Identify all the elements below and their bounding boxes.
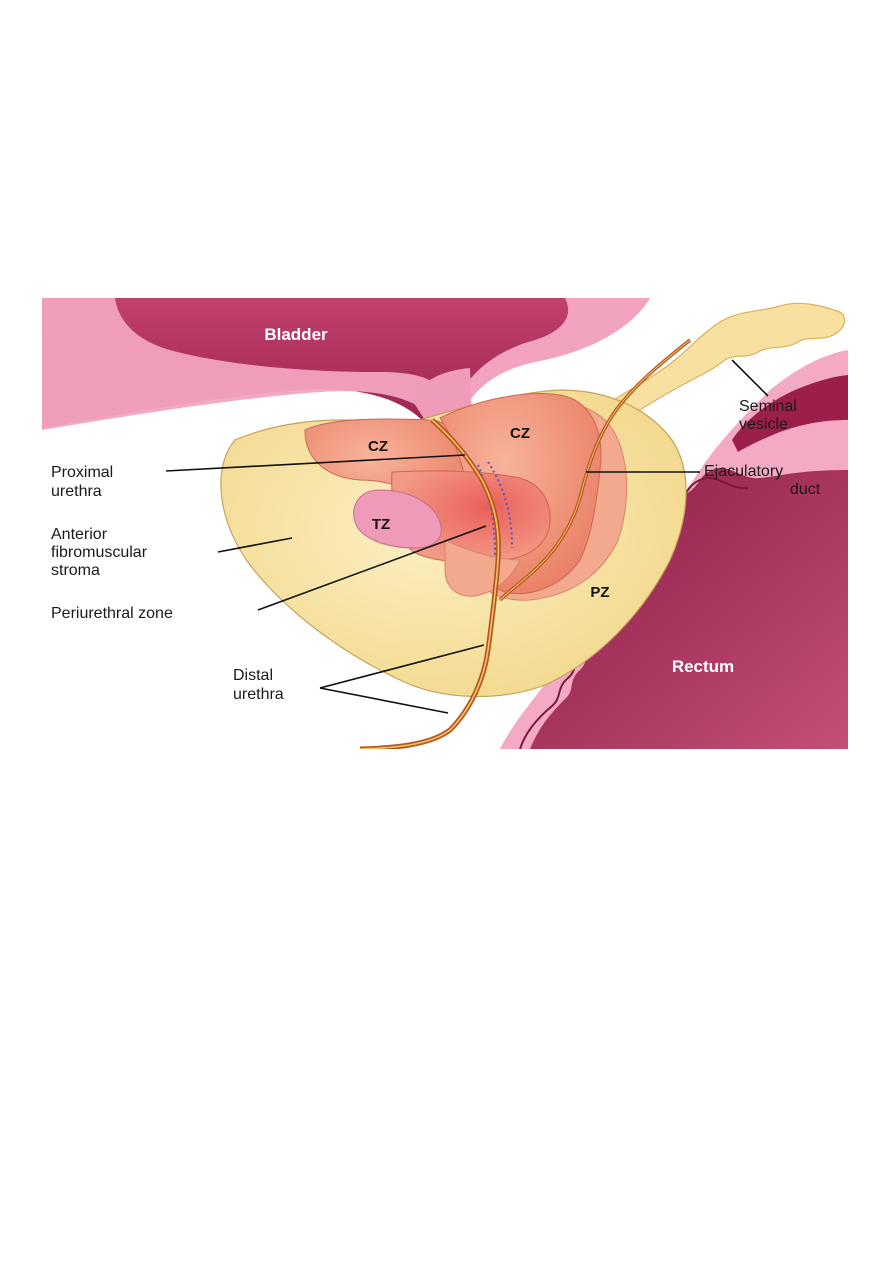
peripheral-zone-label: PZ bbox=[590, 584, 609, 601]
rectum-wall bbox=[530, 467, 848, 749]
anterior-stroma-line2: fibromuscular bbox=[51, 544, 148, 561]
proximal-urethra-line2: urethra bbox=[51, 483, 102, 500]
anterior-stroma-line1: Anterior bbox=[51, 526, 108, 543]
periurethral-zone-leader bbox=[257, 525, 487, 611]
proximal-urethra-label: Proximal urethra bbox=[51, 464, 118, 500]
ejaculatory-duct-highlight bbox=[499, 339, 691, 601]
distal-urethra-leader-lower bbox=[319, 687, 449, 714]
seminal-vesicle bbox=[597, 302, 846, 433]
bladder-label: Bladder bbox=[264, 325, 328, 344]
distal-urethra-line1: Distal bbox=[233, 667, 273, 684]
central-zone-left-label: CZ bbox=[368, 438, 388, 455]
ejaculatory-duct-line2: duct bbox=[790, 481, 821, 498]
distal-urethra-leader-upper bbox=[319, 644, 485, 689]
periurethral-zone-label: Periurethral zone bbox=[51, 605, 173, 622]
seminal-vesicle-label: Seminal vesicle bbox=[739, 398, 801, 433]
bladder bbox=[42, 298, 650, 430]
ejaculatory-duct-label: Ejaculatory duct bbox=[704, 463, 821, 498]
seminal-vesicle-line2: vesicle bbox=[739, 416, 788, 433]
anterior-stroma-label: Anterior fibromuscular stroma bbox=[51, 526, 151, 579]
rectum-label: Rectum bbox=[672, 657, 734, 676]
anterior-stroma-line3: stroma bbox=[51, 562, 100, 579]
periurethral-dotted-right bbox=[487, 461, 513, 549]
central-zone-right-label: CZ bbox=[510, 425, 530, 442]
bladder-lining bbox=[42, 298, 448, 430]
distal-urethra-line2: urethra bbox=[233, 686, 284, 703]
proximal-urethra-line1: Proximal bbox=[51, 464, 113, 481]
seminal-vesicle-leader bbox=[731, 359, 769, 397]
bladder-neck-lining bbox=[448, 298, 650, 420]
seminal-vesicle-line1: Seminal bbox=[739, 398, 797, 415]
transition-zone-label: TZ bbox=[372, 516, 390, 533]
inner-gland-lower bbox=[444, 539, 521, 597]
transition-zone bbox=[353, 489, 442, 549]
rectum-upper-wall bbox=[732, 375, 848, 452]
distal-urethra-label: Distal urethra bbox=[233, 667, 284, 703]
proximal-urethra-leader bbox=[165, 454, 466, 472]
anterior-stroma-leader bbox=[217, 537, 293, 553]
ejaculatory-duct-line1: Ejaculatory bbox=[704, 463, 783, 480]
urethra-highlight bbox=[359, 419, 500, 749]
